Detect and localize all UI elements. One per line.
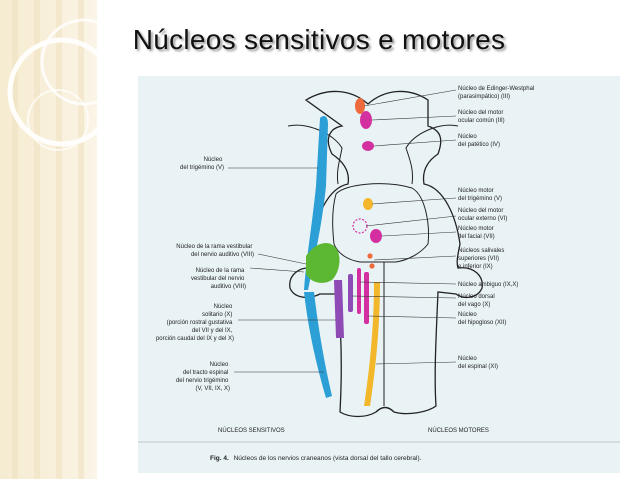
salivatory-nucleus-inferior bbox=[369, 263, 375, 269]
figure-caption: Fig. 4. Núcleos de los nervios craneanos… bbox=[210, 455, 422, 462]
dorsal-vagal-nucleus bbox=[348, 274, 353, 312]
label-trochlear: Núcleo del patético (IV) bbox=[458, 134, 500, 148]
trigeminal-nucleus-blue bbox=[304, 116, 328, 290]
vestibular-nucleus-green bbox=[306, 242, 340, 283]
oculomotor-nucleus bbox=[360, 111, 372, 129]
slide-title: Núcleos sensitivos e motores bbox=[132, 24, 506, 55]
label-ambiguus: Núcleo ambiguo (IX,X) bbox=[458, 282, 518, 288]
label-abducens: Núcleo del motor ocular externo (VI) bbox=[458, 208, 507, 222]
label-facial-motor: Núcleo motor del facial (VII) bbox=[458, 226, 495, 240]
trigeminal-motor-nucleus bbox=[363, 198, 373, 210]
peduncle-left bbox=[287, 124, 343, 185]
label-spinal-accessory: Núcleo del espinal (XI) bbox=[458, 356, 498, 370]
label-edinger-westphal: Núcleo de Edinger-Westphal (parasimpátic… bbox=[458, 86, 536, 100]
label-trigeminal-motor: Núcleo motor del trigémino (V) bbox=[458, 188, 502, 202]
nucleus-ambiguus bbox=[357, 268, 361, 314]
edinger-westphal-nucleus bbox=[355, 98, 365, 114]
footer-sensory-nuclei: NÚCLEOS SENSITIVOS bbox=[218, 427, 285, 434]
label-vestibular-nucleus-1: Núcleo de la rama vestibular del nervio … bbox=[176, 244, 254, 258]
label-salivatory: Núcleos salivales superiores (VII) e inf… bbox=[458, 248, 506, 270]
spinal-accessory-nucleus bbox=[364, 282, 380, 406]
decorative-circles bbox=[7, 18, 128, 151]
decorative-side-band bbox=[0, 0, 97, 479]
footer-motor-nuclei: NÚCLEOS MOTORES bbox=[428, 427, 489, 434]
peduncle-right bbox=[405, 124, 459, 185]
fourth-ventricle bbox=[332, 183, 429, 263]
hypoglossal-nucleus bbox=[364, 272, 369, 324]
spinal-trigeminal-tract-blue bbox=[304, 292, 332, 398]
label-dorsal-vagal: Núcleo dorsal del vago (X) bbox=[458, 294, 496, 308]
label-trigeminal-nucleus: Núcleo del trigémino (V) bbox=[180, 157, 224, 171]
solitary-nucleus-purple bbox=[334, 280, 344, 338]
brainstem-nuclei-diagram: Núcleo del trigémino (V) Núcleo de la ra… bbox=[138, 76, 620, 473]
label-hypoglossal: Núcleo del hipogloso (XII) bbox=[458, 312, 506, 326]
label-spinal-trigeminal-tract: Núcleo del tracto espinal del nervio tri… bbox=[176, 362, 230, 392]
label-solitary-nucleus: Núcleo solitario (X) (porción rostral gu… bbox=[156, 304, 234, 342]
label-oculomotor: Núcleo del motor ocular común (III) bbox=[458, 110, 505, 124]
facial-motor-nucleus bbox=[370, 229, 382, 243]
salivatory-nucleus-superior bbox=[367, 253, 373, 259]
label-vestibular-nucleus-2: Núcleo de la rama vestibular del nervio … bbox=[191, 268, 246, 290]
trochlear-nucleus bbox=[362, 141, 374, 151]
